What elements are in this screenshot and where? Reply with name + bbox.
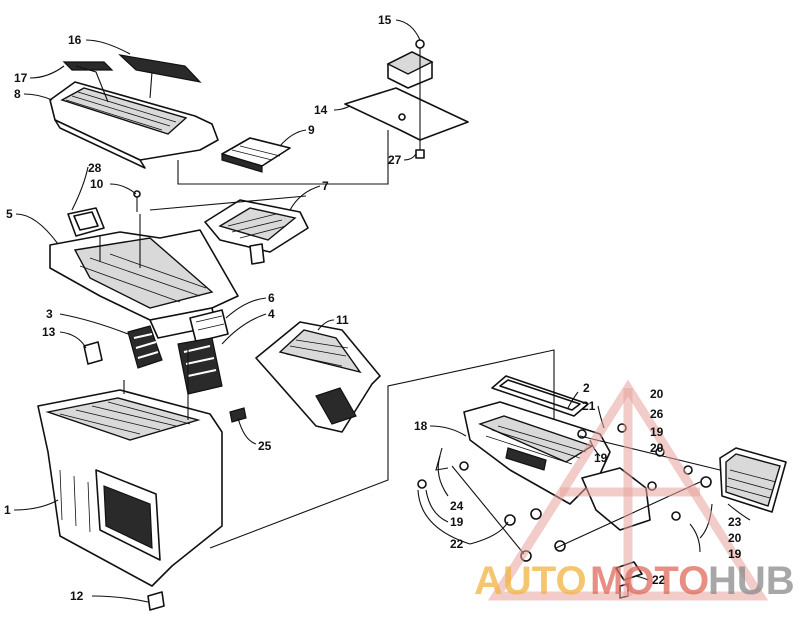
callout-27: 27 (388, 153, 402, 167)
foam-pad-3 (127, 325, 163, 369)
callout-20c: 20 (728, 531, 742, 545)
callout-15: 15 (378, 13, 392, 27)
callout-20b: 20 (650, 441, 664, 455)
callout-14: 14 (314, 103, 328, 117)
watermark-moto: MOTO (590, 559, 709, 603)
callout-11: 11 (336, 313, 349, 327)
cover-lid (49, 81, 219, 169)
callout-numbers: 1 2 3 4 5 6 7 8 9 10 11 12 13 14 15 16 1… (4, 13, 742, 603)
callout-6: 6 (268, 291, 275, 305)
hose-assembly-7 (204, 199, 309, 265)
callout-17: 17 (14, 71, 28, 85)
callout-24: 24 (450, 499, 464, 513)
callout-19c: 19 (450, 515, 464, 529)
callout-2: 2 (583, 381, 590, 395)
leader-lines (13, 19, 751, 603)
watermark-text: AUTO MOTO HUB (474, 559, 795, 603)
callout-5: 5 (6, 207, 13, 221)
gasket-28 (67, 207, 105, 237)
callout-28: 28 (88, 161, 102, 175)
watermark-logo (487, 379, 769, 601)
callout-7: 7 (322, 179, 329, 193)
electrical-module-15 (386, 39, 434, 159)
watermark-hub: HUB (708, 559, 795, 603)
plug-13 (83, 341, 103, 365)
intake-duct-18 (463, 401, 651, 531)
rod-24 (435, 447, 469, 471)
gasket-2 (491, 375, 589, 417)
callout-3: 3 (46, 307, 53, 321)
airbox-1 (37, 389, 223, 611)
filter-23 (719, 447, 787, 513)
gasket-6 (189, 309, 229, 343)
mounting-plate-14 (344, 87, 469, 141)
filter-9 (221, 137, 291, 173)
callout-25: 25 (258, 439, 272, 453)
screw-10 (133, 190, 141, 212)
callout-19a: 19 (594, 451, 608, 465)
callout-22b: 22 (652, 573, 666, 587)
callout-21: 21 (582, 399, 596, 413)
callout-20a: 20 (650, 387, 664, 401)
housing-11 (255, 321, 381, 433)
callout-26: 26 (650, 407, 664, 421)
foam-pad-4 (177, 337, 223, 395)
label-decal-16 (118, 54, 202, 83)
callout-19b: 19 (650, 425, 664, 439)
callout-1: 1 (4, 503, 11, 517)
callout-13: 13 (42, 325, 56, 339)
watermark-auto: AUTO (474, 559, 587, 603)
callout-23: 23 (728, 515, 742, 529)
callout-18: 18 (414, 419, 428, 433)
callout-10: 10 (90, 177, 104, 191)
callout-8: 8 (14, 87, 21, 101)
label-decal-17 (62, 61, 114, 71)
callout-4: 4 (268, 307, 275, 321)
callout-22a: 22 (450, 537, 464, 551)
callout-9: 9 (308, 123, 315, 137)
screw-25 (229, 407, 247, 423)
callout-12: 12 (70, 589, 84, 603)
callout-19d: 19 (728, 547, 742, 561)
callout-16: 16 (68, 33, 82, 47)
